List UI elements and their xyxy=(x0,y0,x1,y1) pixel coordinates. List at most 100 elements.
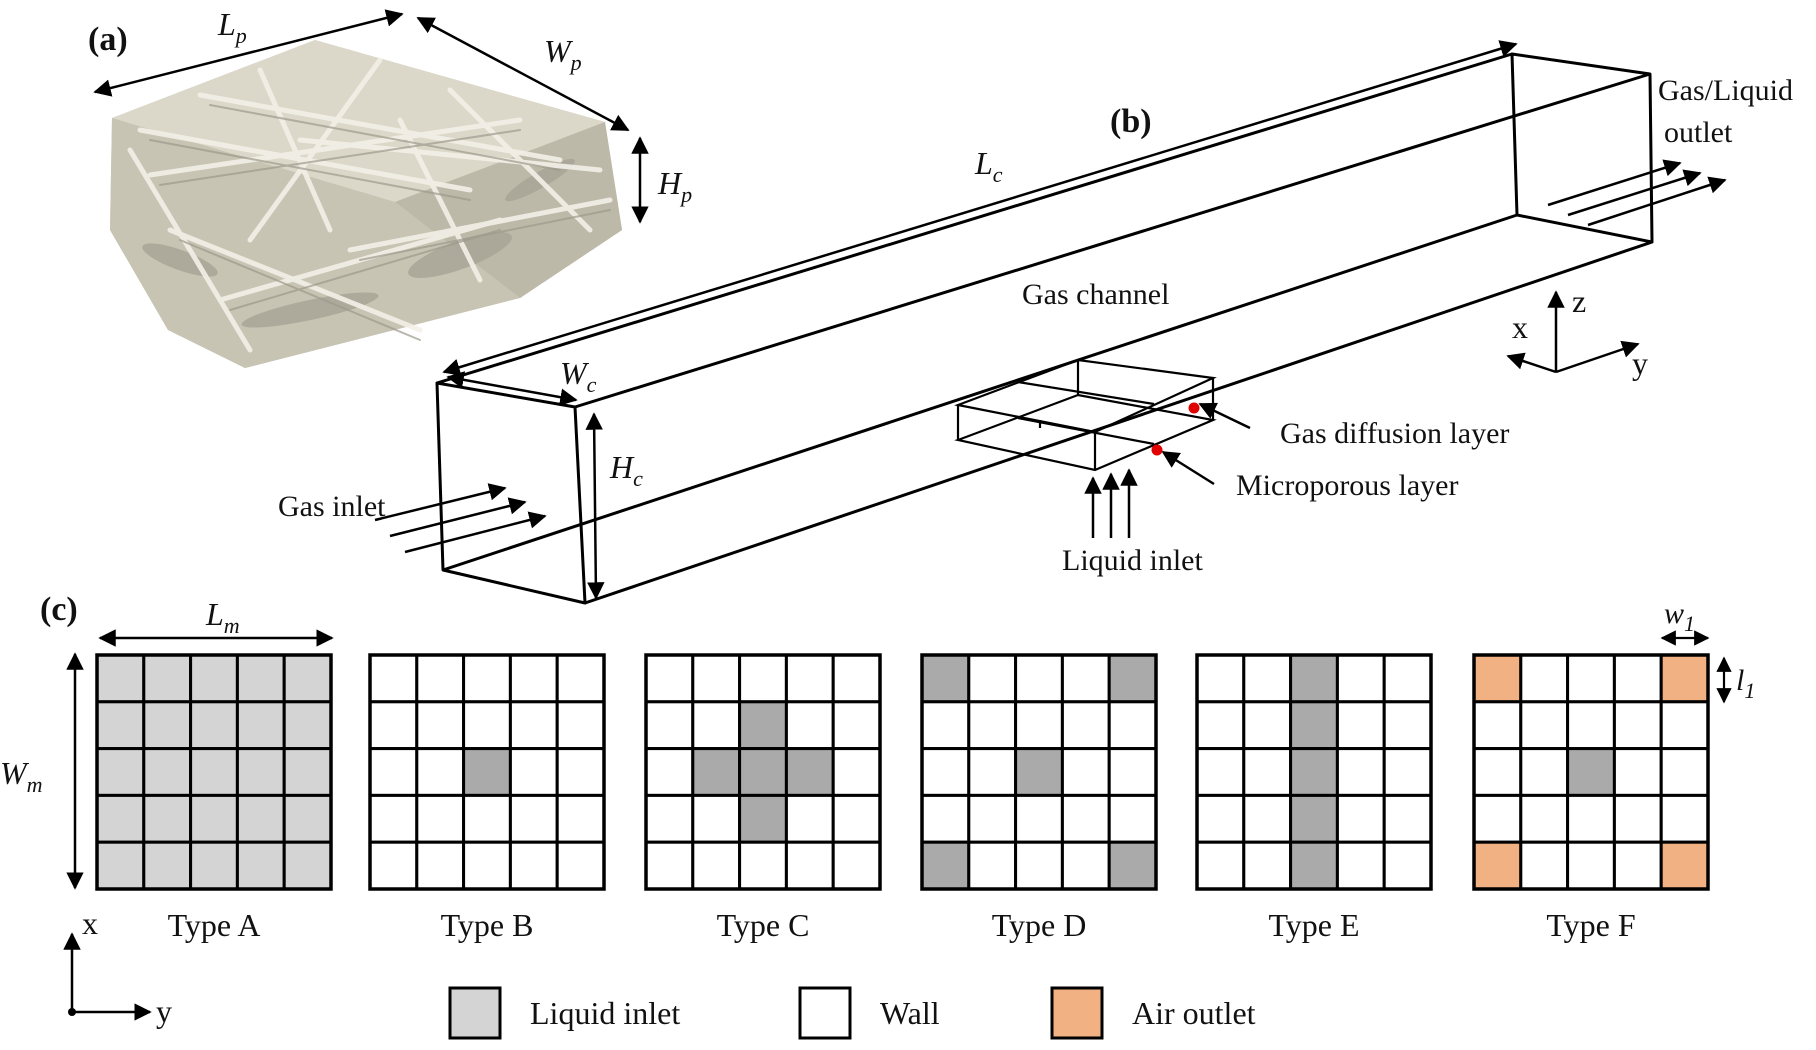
panel-c-tag: (c) xyxy=(40,591,78,628)
wc-label: Wc xyxy=(560,355,597,397)
grid-cell-wall xyxy=(1382,700,1433,751)
grid-cell-inlet xyxy=(142,747,193,797)
grid-cell-wall xyxy=(1335,747,1386,797)
grid-cell-inlet xyxy=(920,840,971,891)
grid-cell-wall xyxy=(831,747,882,797)
grid-cell-wall xyxy=(831,793,882,844)
grid-cell-inlet xyxy=(189,793,239,844)
grid-cell-inlet xyxy=(235,747,286,797)
grid-cell-wall xyxy=(1382,653,1433,704)
grid-cell-wall xyxy=(1472,793,1523,844)
grid-cell-inlet xyxy=(1289,700,1339,751)
grid-cell-wall xyxy=(1659,700,1710,751)
grid-cell-wall xyxy=(508,840,559,891)
grid-cell-inlet xyxy=(189,840,239,891)
grid-cell-wall xyxy=(508,747,559,797)
grid-cell-wall xyxy=(1195,653,1246,704)
lc-label: Lc xyxy=(974,145,1003,187)
grid-cell-wall xyxy=(462,840,512,891)
grid-cell-wall xyxy=(691,700,742,751)
grid-cell-inlet xyxy=(142,700,193,751)
lp-label: Lp xyxy=(217,6,247,48)
grid-cell-wall xyxy=(738,653,788,704)
wp-label: Wp xyxy=(544,33,582,75)
grid-cell-wall xyxy=(1659,747,1710,797)
grid-cell-wall xyxy=(368,793,419,844)
pattern-name-label: Type C xyxy=(717,907,810,943)
pattern-grid-type-f: Type F xyxy=(1472,653,1710,943)
grid-cell-wall xyxy=(1014,700,1064,751)
axis-z-label: z xyxy=(1572,283,1586,319)
gas-inlet-arrows xyxy=(374,483,547,554)
grid-cell-wall xyxy=(1566,653,1616,704)
grid-cell-wall xyxy=(368,840,419,891)
grid-cell-outlet xyxy=(1659,840,1710,891)
grid-cell-wall xyxy=(1519,793,1570,844)
legend-swatch xyxy=(1050,986,1104,1040)
grid-cell-wall xyxy=(1060,653,1111,704)
grid-cell-wall xyxy=(1060,840,1111,891)
grid-cell-wall xyxy=(415,840,466,891)
grid-cell-wall xyxy=(1566,700,1616,751)
grid-cell-inlet xyxy=(282,793,333,844)
legend-swatch xyxy=(798,986,852,1040)
liquid-inlet-arrows xyxy=(1084,468,1138,538)
axis2d-y-label: y xyxy=(156,993,172,1029)
grid-cell-inlet xyxy=(95,793,146,844)
grid-cell-wall xyxy=(691,840,742,891)
grid-cell-wall xyxy=(415,653,466,704)
hc-dimension-arrow xyxy=(585,412,605,600)
hp-label: Hp xyxy=(657,165,692,207)
axis-y-label: y xyxy=(1632,345,1648,381)
grid-cell-wall xyxy=(784,653,835,704)
pattern-name-label: Type B xyxy=(441,907,534,943)
outlet-label-line1: Gas/Liquid xyxy=(1658,74,1793,107)
legend-label: Air outlet xyxy=(1132,995,1256,1031)
legend-label: Wall xyxy=(880,995,940,1031)
grid-cell-wall xyxy=(967,700,1018,751)
outlet-label-line2: outlet xyxy=(1664,116,1733,149)
grid-cell-wall xyxy=(555,840,606,891)
pattern-name-label: Type D xyxy=(992,907,1087,943)
grid-cell-inlet xyxy=(189,700,239,751)
grid-cell-inlet xyxy=(1289,747,1339,797)
grid-cell-outlet xyxy=(1472,840,1523,891)
grid-cell-wall xyxy=(1335,700,1386,751)
pattern-grid-type-a: Type A xyxy=(95,653,333,943)
l1-label: l1 xyxy=(1736,664,1755,703)
grid-cell-wall xyxy=(462,793,512,844)
pattern-name-label: Type A xyxy=(168,907,261,943)
grid-cell-inlet xyxy=(1289,793,1339,844)
grid-cell-outlet xyxy=(1472,653,1523,704)
grid-cell-wall xyxy=(368,700,419,751)
grid-cell-wall xyxy=(508,653,559,704)
grid-cell-inlet xyxy=(235,793,286,844)
grid-cell-wall xyxy=(555,700,606,751)
grid-cell-inlet xyxy=(738,747,788,797)
grid-cell-inlet xyxy=(142,840,193,891)
grid-cell-wall xyxy=(644,700,695,751)
grid-cell-wall xyxy=(644,747,695,797)
pattern-grid-type-e: Type E xyxy=(1195,653,1433,943)
grid-cell-wall xyxy=(1519,653,1570,704)
grid-cell-wall xyxy=(1242,653,1293,704)
grid-cell-wall xyxy=(1335,653,1386,704)
grid-cell-inlet xyxy=(691,747,742,797)
grid-cell-inlet xyxy=(1014,747,1064,797)
wm-label: Wm xyxy=(0,755,43,797)
grid-cell-inlet xyxy=(235,700,286,751)
grid-cell-inlet xyxy=(1107,653,1158,704)
grid-cell-wall xyxy=(1242,747,1293,797)
grid-cell-wall xyxy=(1612,840,1663,891)
grid-cell-wall xyxy=(1107,747,1158,797)
panel-b: (b) Lc xyxy=(278,40,1793,605)
grid-cell-wall xyxy=(644,793,695,844)
legend-item-wall: Wall xyxy=(798,986,940,1040)
grid-cell-wall xyxy=(415,747,466,797)
grid-cell-wall xyxy=(1612,793,1663,844)
grid-cell-wall xyxy=(1612,700,1663,751)
pattern-grid-type-d: Type D xyxy=(920,653,1158,943)
grid-cell-inlet xyxy=(95,700,146,751)
grid-cell-wall xyxy=(1659,793,1710,844)
